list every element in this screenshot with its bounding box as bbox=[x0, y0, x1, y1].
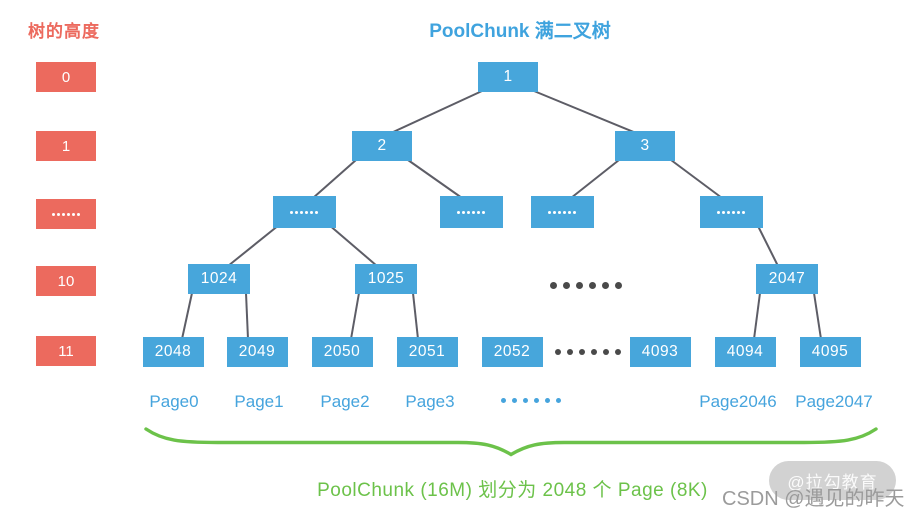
tree-node: 2049 bbox=[226, 337, 288, 367]
height-box: 1 bbox=[36, 131, 96, 161]
tree-node: 3 bbox=[615, 131, 675, 161]
height-box: 0 bbox=[36, 62, 96, 92]
diagram-title: PoolChunk 满二叉树 bbox=[429, 21, 611, 42]
ellipsis-dots bbox=[52, 212, 80, 216]
height-box: 10 bbox=[36, 266, 96, 296]
row11-ellipsis bbox=[555, 349, 621, 355]
tree-node bbox=[530, 196, 594, 228]
tree-edge bbox=[533, 90, 637, 134]
tree-edge bbox=[312, 159, 357, 199]
tree-node: 2051 bbox=[396, 337, 458, 367]
tree-node: 4094 bbox=[714, 337, 776, 367]
tree-edge bbox=[753, 292, 761, 340]
row10-ellipsis bbox=[550, 281, 622, 289]
height-box bbox=[36, 199, 96, 229]
height-scale-title: 树的高度 bbox=[28, 22, 100, 41]
ellipsis-dots bbox=[548, 210, 576, 214]
watermark-text: CSDN @遇见的昨天 bbox=[722, 488, 905, 510]
tree-edge bbox=[227, 226, 278, 267]
tree-edge bbox=[570, 159, 620, 199]
page-label: Page1 bbox=[234, 392, 284, 411]
tree-node bbox=[699, 196, 763, 228]
tree-node: 4095 bbox=[799, 337, 861, 367]
tree-edge bbox=[181, 292, 193, 340]
ellipsis-dots bbox=[717, 210, 745, 214]
page-label: Page0 bbox=[149, 392, 199, 411]
watermark-pill: @拉勾教育 bbox=[769, 461, 896, 500]
tree-node: 2 bbox=[352, 131, 412, 161]
ellipsis-dots bbox=[290, 210, 318, 214]
brace bbox=[144, 427, 878, 457]
tree-node bbox=[272, 196, 336, 228]
tree-edge bbox=[407, 159, 463, 199]
caption: PoolChunk (16M) 划分为 2048 个 Page (8K) bbox=[317, 480, 708, 501]
tree-node: 2048 bbox=[142, 337, 204, 367]
tree-node: 1 bbox=[478, 62, 538, 92]
tree-node: 2052 bbox=[481, 337, 543, 367]
tree-edge bbox=[813, 292, 822, 340]
tree-node: 2050 bbox=[311, 337, 373, 367]
tree-edge bbox=[670, 159, 723, 199]
tree-edge bbox=[330, 226, 378, 267]
page-label: Page2046 bbox=[699, 392, 777, 411]
tree-node: 1024 bbox=[188, 264, 250, 294]
tree-node: 2047 bbox=[756, 264, 818, 294]
page-ellipsis bbox=[501, 397, 561, 403]
tree-edge bbox=[390, 90, 483, 134]
page-label: Page2047 bbox=[795, 392, 873, 411]
page-label: Page2 bbox=[320, 392, 370, 411]
ellipsis-dots bbox=[457, 210, 485, 214]
page-label: Page3 bbox=[405, 392, 455, 411]
tree-edge bbox=[757, 226, 779, 267]
tree-node bbox=[439, 196, 503, 228]
tree-edge bbox=[350, 292, 360, 340]
height-box: 11 bbox=[36, 336, 96, 366]
tree-edge bbox=[412, 292, 419, 340]
tree-node: 4093 bbox=[629, 337, 691, 367]
tree-edge bbox=[245, 292, 249, 340]
tree-node: 1025 bbox=[355, 264, 417, 294]
